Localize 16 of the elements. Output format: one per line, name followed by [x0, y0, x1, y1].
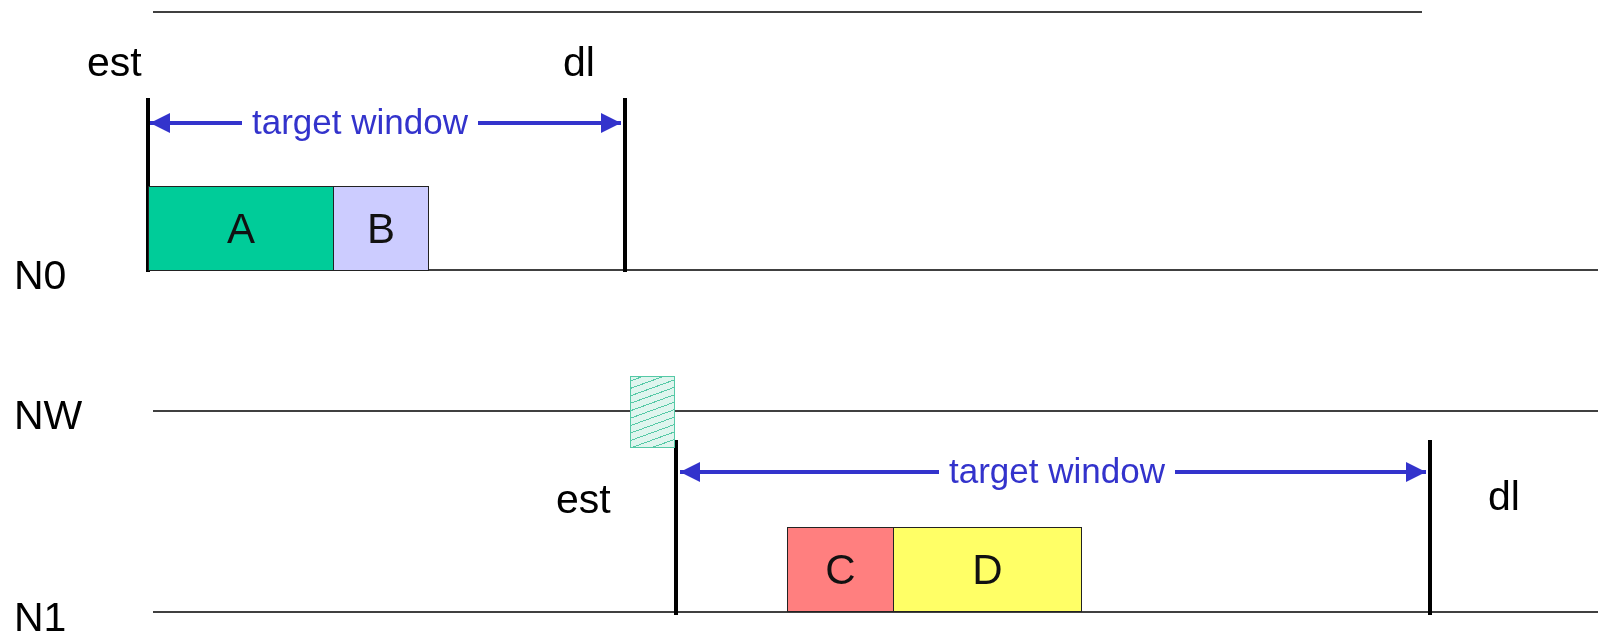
- task-box: [333, 186, 429, 271]
- lane-label: N0: [14, 255, 67, 296]
- task-name: A: [227, 204, 255, 253]
- lane-label: N1: [14, 597, 67, 635]
- task-name: D: [972, 545, 1003, 594]
- task-box: [893, 527, 1082, 612]
- task-name: C: [825, 545, 856, 594]
- task-name: B: [367, 204, 395, 253]
- task-box: [787, 527, 894, 612]
- time-label: dl: [1488, 476, 1520, 517]
- task-box: [148, 186, 334, 271]
- lane-label: NW: [14, 395, 83, 436]
- time-label: est: [87, 42, 142, 83]
- message-box: [630, 376, 675, 448]
- time-label: dl: [563, 42, 595, 83]
- time-label: est: [556, 479, 611, 520]
